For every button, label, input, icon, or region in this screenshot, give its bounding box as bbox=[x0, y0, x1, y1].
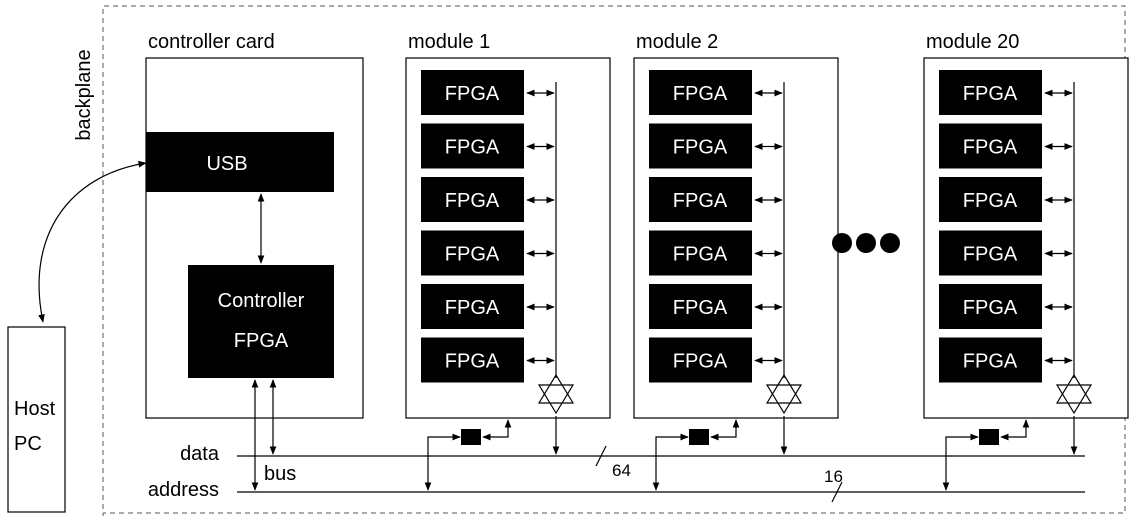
ellipsis-dots bbox=[832, 233, 900, 253]
fpga-chip-label: FPGA bbox=[445, 137, 500, 159]
fpga-chip bbox=[649, 337, 752, 383]
host-pc-box bbox=[7, 326, 66, 513]
fpga-chip-label: FPGA bbox=[445, 83, 500, 105]
fpga-chip bbox=[421, 177, 524, 222]
controller-fpga-label-line1: Controller bbox=[218, 290, 305, 312]
fpga-chip bbox=[421, 123, 524, 169]
fpga-chip bbox=[421, 70, 524, 115]
fpga-chip bbox=[939, 284, 1042, 329]
bus: data bus address 64 16 bbox=[148, 443, 1085, 503]
fpga-chip bbox=[649, 230, 752, 276]
module-card: module 2 FPGA FPGA FPGA FPGA FPGA FPGA bbox=[633, 31, 839, 491]
fpga-chip-label: FPGA bbox=[445, 190, 500, 212]
decoder-address-link bbox=[942, 433, 979, 491]
address-decoder-chip bbox=[461, 429, 481, 445]
host-usb-link bbox=[38, 160, 147, 323]
usb-chip bbox=[146, 132, 334, 192]
address-decoder-chip bbox=[689, 429, 709, 445]
address-width-slash bbox=[831, 481, 843, 503]
host-pc: Host PC bbox=[7, 326, 66, 513]
data-width-slash bbox=[595, 445, 607, 467]
module-title: module 1 bbox=[408, 31, 490, 53]
fpga-chip bbox=[649, 284, 752, 329]
fpga-chip-label: FPGA bbox=[963, 137, 1018, 159]
fpga-chip bbox=[939, 230, 1042, 276]
address-bus-label: address bbox=[148, 479, 219, 501]
ellipsis-dot bbox=[856, 233, 876, 253]
fpga-chip bbox=[939, 337, 1042, 383]
fpga-chip-label: FPGA bbox=[963, 190, 1018, 212]
module-card: module 20 FPGA FPGA FPGA FPGA FPGA FPGA bbox=[923, 31, 1129, 491]
fpga-chip-label: FPGA bbox=[963, 297, 1018, 319]
ellipsis-dot bbox=[832, 233, 852, 253]
fpga-chip bbox=[939, 177, 1042, 222]
fpga-chip-label: FPGA bbox=[445, 297, 500, 319]
decoder-address-link bbox=[424, 433, 461, 491]
fpga-chip bbox=[421, 230, 524, 276]
fpga-chip-label: FPGA bbox=[673, 297, 728, 319]
fpga-chip-label: FPGA bbox=[673, 244, 728, 266]
fpga-chip-label: FPGA bbox=[673, 137, 728, 159]
module-title: module 2 bbox=[636, 31, 718, 53]
address-decoder-chip bbox=[979, 429, 999, 445]
fpga-chip bbox=[649, 123, 752, 169]
fpga-chip bbox=[421, 284, 524, 329]
decoder-module-link bbox=[1000, 419, 1030, 441]
host-pc-label-line2: PC bbox=[14, 433, 42, 455]
transceiver-symbol-inverted bbox=[765, 373, 803, 404]
decoder-address-link bbox=[652, 433, 689, 491]
fpga-chip-label: FPGA bbox=[445, 351, 500, 373]
fpga-chip-label: FPGA bbox=[445, 244, 500, 266]
fpga-chip-label: FPGA bbox=[673, 351, 728, 373]
decoder-module-link bbox=[710, 419, 740, 441]
module-title: module 20 bbox=[926, 31, 1019, 53]
transceiver-symbol-inverted bbox=[1055, 373, 1093, 404]
data-width-label: 64 bbox=[612, 461, 631, 480]
fpga-chip-label: FPGA bbox=[963, 244, 1018, 266]
controller-card: controller card USB Controller FPGA bbox=[145, 31, 364, 491]
host-pc-label-line1: Host bbox=[14, 398, 56, 420]
usb-chip-label: USB bbox=[206, 153, 247, 175]
fpga-chip-label: FPGA bbox=[673, 190, 728, 212]
fpga-chip bbox=[939, 123, 1042, 169]
backplane-boundary bbox=[102, 5, 1126, 516]
fpga-chip-label: FPGA bbox=[673, 83, 728, 105]
data-bus-label: data bbox=[180, 443, 220, 465]
backplane-label: backplane bbox=[73, 49, 95, 140]
transceiver-symbol bbox=[765, 384, 803, 415]
bus-label: bus bbox=[264, 463, 296, 485]
transceiver-symbol bbox=[1055, 384, 1093, 415]
fpga-chip bbox=[939, 70, 1042, 115]
transceiver-symbol bbox=[537, 384, 575, 415]
transceiver-symbol-inverted bbox=[537, 373, 575, 404]
ellipsis-dot bbox=[880, 233, 900, 253]
module-card: module 1 FPGA FPGA FPGA FPGA FPGA FPGA bbox=[405, 31, 611, 491]
fpga-chip bbox=[649, 70, 752, 115]
decoder-module-link bbox=[482, 419, 512, 441]
controller-card-title: controller card bbox=[148, 31, 275, 53]
fpga-chip bbox=[421, 337, 524, 383]
fpga-chip-label: FPGA bbox=[963, 351, 1018, 373]
address-width-label: 16 bbox=[824, 467, 843, 486]
fpga-chip-label: FPGA bbox=[963, 83, 1018, 105]
fpga-chip bbox=[649, 177, 752, 222]
controller-fpga-label-line2: FPGA bbox=[234, 330, 289, 352]
controller-fpga-chip bbox=[188, 265, 334, 378]
